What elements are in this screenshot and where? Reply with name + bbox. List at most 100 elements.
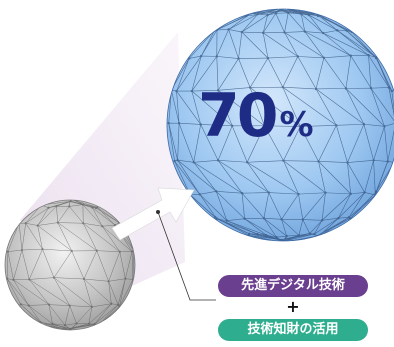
mesh-edge [318,161,351,195]
mesh-edge [263,217,287,237]
mesh-edge [262,32,298,57]
mesh-edge [281,193,299,220]
mesh-vertex [81,203,85,206]
mesh-edge [174,160,191,196]
mesh-vertex [68,205,71,208]
mesh-vertex [386,160,389,163]
mesh-edge [275,12,289,14]
mesh-vertex [248,232,251,235]
mesh-vertex [307,13,311,17]
mesh-edge [316,88,346,90]
mesh-edge [268,192,282,220]
mesh-edge [7,223,20,252]
mesh-edge [57,206,70,223]
mesh-edge [125,278,133,280]
mesh-edge [191,56,218,92]
mesh-edge [176,55,202,92]
mesh-edge [308,14,338,31]
mesh-edge [286,235,299,237]
mesh-vertex [264,233,268,237]
mesh-edge [29,249,43,280]
mesh-vertex [300,12,303,16]
mesh-vertex [63,324,67,327]
mesh-edge [267,13,276,16]
mesh-edge [70,200,98,208]
tag-digital-tech: 先進デジタル技術 [218,275,368,297]
mesh-vertex [266,56,270,60]
mesh-edge [94,304,119,325]
mesh-edge [242,192,269,194]
mesh-vertex [263,124,266,127]
mesh-edge [318,125,337,162]
mesh-edge [42,248,72,252]
mesh-vertex [95,249,98,252]
mesh-edge [69,200,71,207]
mesh-vertex [6,250,10,253]
mesh-edge [336,123,364,126]
mesh-vertex [314,87,318,91]
mesh-edge [301,13,309,16]
mesh-edge [218,160,248,163]
mesh-vertex [216,159,220,162]
mesh-edge [347,124,365,163]
mesh-vertex [299,125,302,128]
mesh-edge [288,12,302,15]
mesh-edge [102,226,133,252]
mesh-vertex [256,12,260,16]
mesh-edge [266,234,282,241]
mesh-vertex [287,11,290,15]
mesh-edge [300,14,306,32]
mesh-edge [69,305,77,324]
mesh-edge [304,31,325,58]
mesh-edge [228,13,259,30]
mesh-vertex [316,236,319,239]
mesh-edge [347,160,374,163]
mesh-edge [217,125,233,161]
mesh-edge [323,30,338,34]
mesh-edge [316,218,351,237]
mesh-edge [83,278,109,282]
mesh-edge [363,123,385,127]
mesh-vertex [215,190,218,193]
mesh-edge [37,225,72,252]
mesh-vertex [280,218,283,221]
mesh-edge [348,192,365,218]
mesh-edge [64,305,70,326]
mesh-vertex [317,160,320,163]
mesh-edge [244,217,264,220]
mesh-vertex [248,86,252,89]
mesh-edge [350,191,377,219]
mesh-edge [102,226,121,252]
mesh-vertex [70,249,73,253]
mesh-edge [216,218,250,235]
mesh-edge [88,303,112,324]
mesh-vertex [256,232,259,236]
mesh-vertex [47,303,51,306]
mesh-vertex [82,277,86,281]
mesh-vertex [51,322,54,325]
mesh-edge [20,304,44,326]
headline-value: 70 [198,81,278,151]
mesh-edge [388,87,394,125]
mesh-edge [99,304,119,324]
mesh-edge [241,193,245,219]
mesh-edge [263,218,277,238]
mesh-edge [82,204,103,227]
mesh-edge [217,58,239,91]
mesh-vertex [301,218,305,221]
mesh-vertex [91,206,94,209]
mesh-edge [42,324,71,330]
mesh-edge [48,205,57,209]
mesh-edge [267,56,298,59]
mesh-edge [193,162,217,192]
mesh-edge [373,160,376,195]
mesh-edge [191,90,233,127]
mesh-edge [247,160,284,163]
mesh-edge [317,218,339,238]
mesh-edge [6,278,29,306]
mesh-edge [336,125,348,163]
mesh-vertex [349,54,352,57]
mesh-edge [262,32,269,59]
mesh-edge [119,279,134,307]
